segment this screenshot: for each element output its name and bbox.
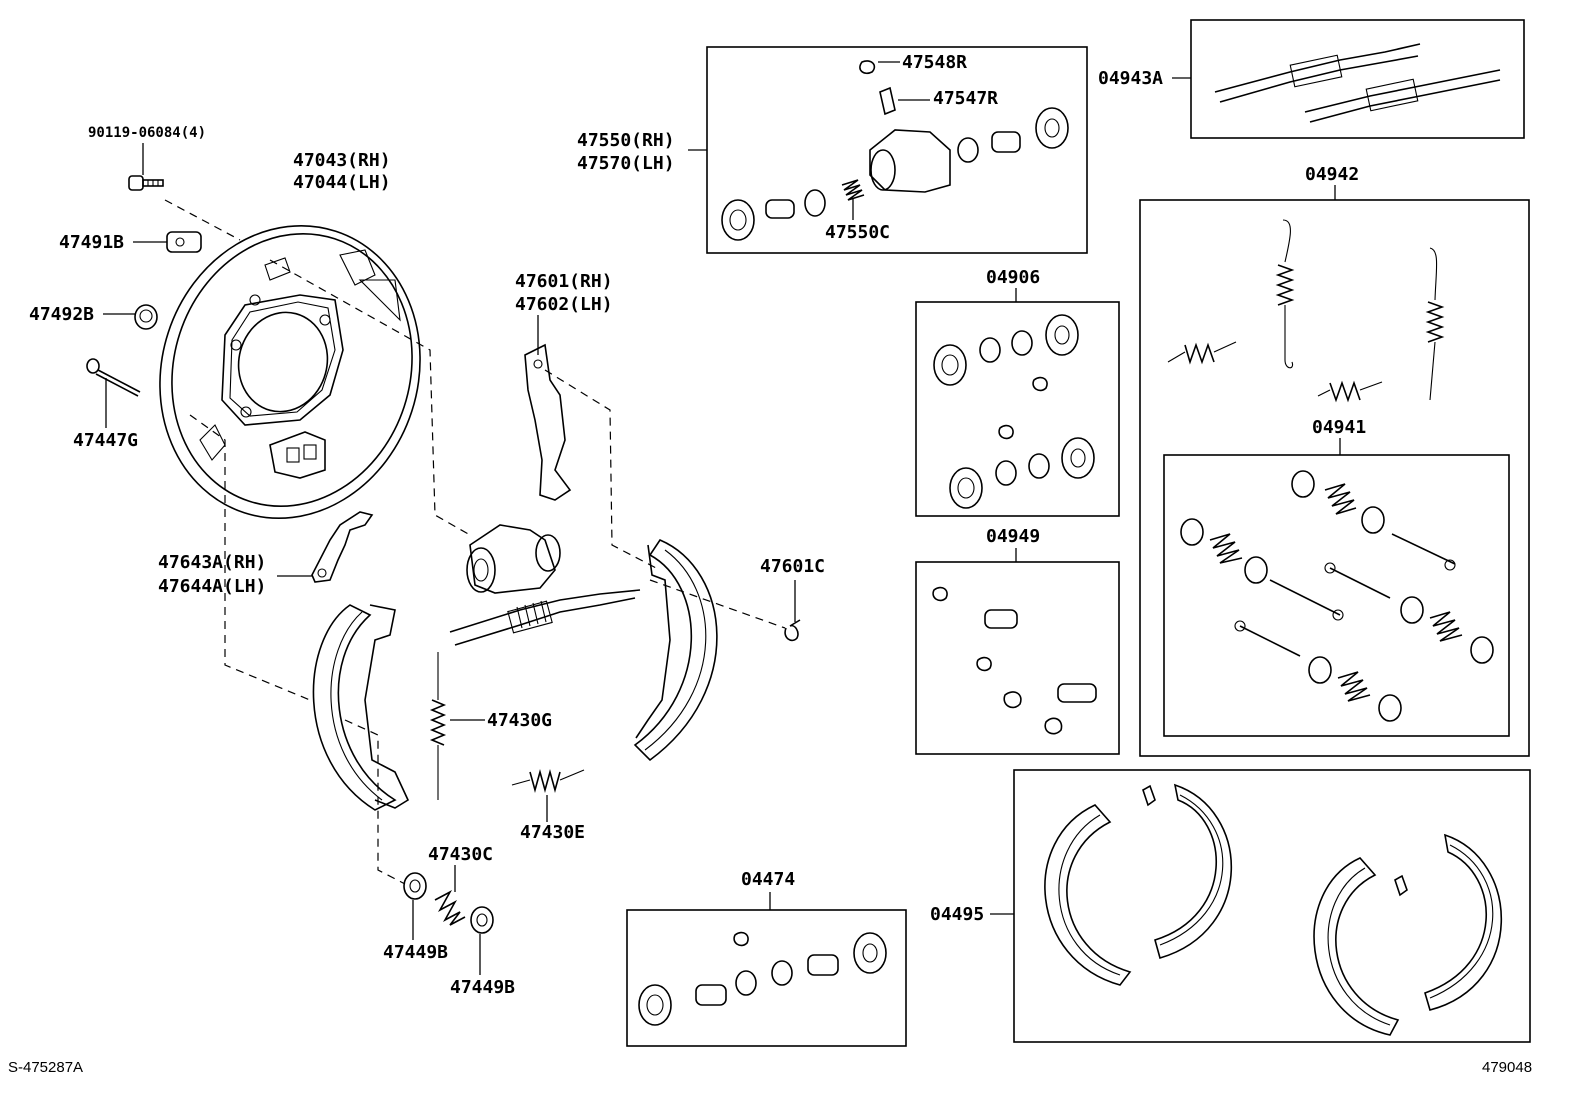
hold-down-kit-parts [1180,470,1494,722]
label-04906: 04906 [986,267,1040,288]
label-47548r: 47548R [902,52,967,73]
backing-plate-part [159,224,421,520]
label-04949: 04949 [986,526,1040,547]
label-90119-06084: 90119-06084(4) [88,125,206,141]
label-04942: 04942 [1305,164,1359,185]
kit-04906-box [915,301,1120,517]
adjuster-center-part [449,589,641,646]
kit-04949-box [915,561,1120,755]
footer-ref-left: S-475287A [8,1059,83,1076]
label-47644a-lh: 47644A(LH) [158,576,266,597]
wheel-cylinder-center-part [466,524,561,594]
brake-shoe-left-part [312,604,410,811]
kit-04474-box [626,909,907,1047]
assembly-line [344,719,406,885]
lever-47643a-part [311,511,374,583]
cylinder-repair-kit-04949-parts [932,586,1097,735]
label-47643a-rh: 47643A(RH) [158,552,266,573]
label-47550-rh: 47550(RH) [577,130,675,151]
kit-04941-box [1163,454,1510,737]
label-04474: 04474 [741,869,795,890]
kit-04943a-box [1190,19,1525,139]
spring-47430c-part [434,890,466,926]
cup-47449b-part [403,872,494,934]
label-47447g: 47447G [73,430,138,451]
assembly-line [649,579,786,629]
label-47430g: 47430G [487,710,552,731]
label-47601c: 47601C [760,556,825,577]
spring-47430g-part [429,652,447,800]
footer-ref-right: 479048 [1482,1059,1532,1076]
brake-shoe-kit-parts [1044,783,1503,1036]
assembly-line [189,414,311,701]
bolt-part [128,175,164,191]
plug-47491b-part [166,231,202,253]
label-47547r: 47547R [933,88,998,109]
kit-04495-box [1013,769,1531,1043]
label-04495: 04495 [930,904,984,925]
adjuster-kit-parts [1214,43,1501,123]
label-47430c: 47430C [428,844,493,865]
label-47492b: 47492B [29,304,94,325]
assembly-line [544,369,661,571]
wheel-cylinder-parts [721,60,1069,241]
spring-47430e-part [511,769,585,793]
lever-47601-part [524,343,572,501]
label-47570-lh: 47570(LH) [577,153,675,174]
brake-shoe-right-part [633,539,718,762]
label-47550c: 47550C [825,222,890,243]
cylinder-repair-kit-04474-parts [638,931,887,1026]
label-47601-rh: 47601(RH) [515,271,613,292]
assembly-line [164,199,241,241]
label-47043-rh: 47043(RH) [293,150,391,171]
label-04943a: 04943A [1098,68,1163,89]
label-47430e: 47430E [520,822,585,843]
plug-47492b-part [134,304,158,330]
label-47491b: 47491B [59,232,124,253]
spring-kit-parts [1167,219,1445,403]
label-04941: 04941 [1312,417,1366,438]
cylinder-repair-kit-04906-parts [933,314,1095,509]
label-47044-lh: 47044(LH) [293,172,391,193]
kit-04942-box [1139,199,1530,757]
wheel-cylinder-box [706,46,1088,254]
assembly-line [269,259,471,536]
label-47602-lh: 47602(LH) [515,294,613,315]
clip-47601c-part [784,619,801,642]
pin-47447g-part [86,358,141,397]
label-47449b-1: 47449B [383,942,448,963]
label-47449b-2: 47449B [450,977,515,998]
